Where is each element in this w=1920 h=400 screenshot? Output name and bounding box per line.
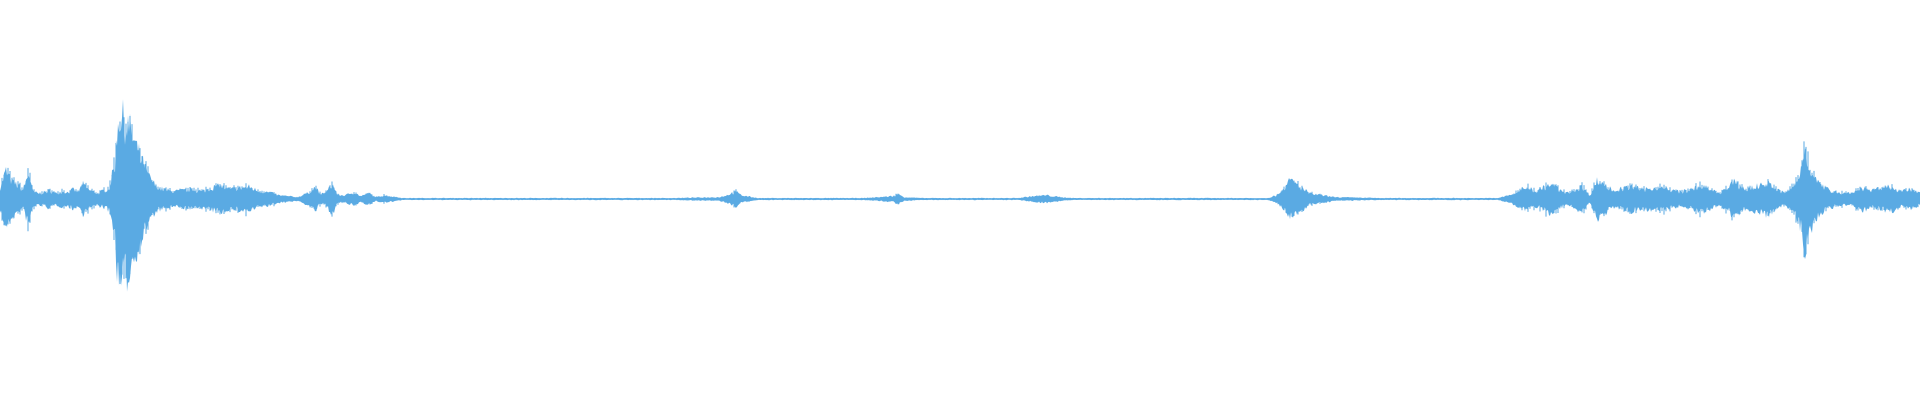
waveform-chart[interactable] xyxy=(0,0,1920,400)
waveform-panel xyxy=(0,0,1920,400)
